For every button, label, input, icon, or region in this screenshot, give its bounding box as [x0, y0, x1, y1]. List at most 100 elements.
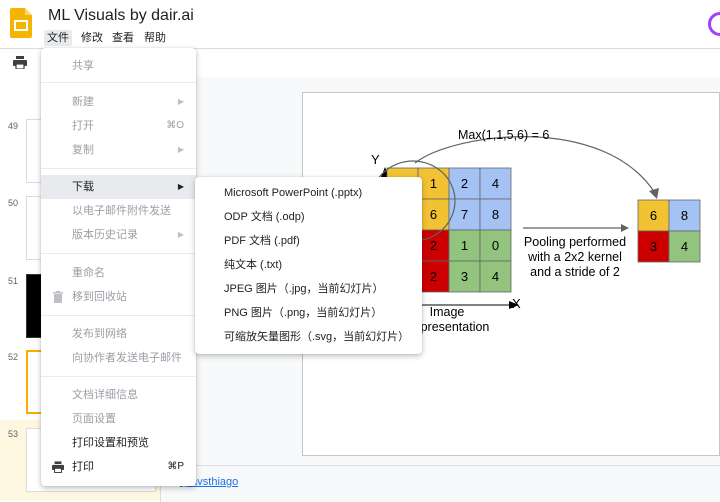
input-grid-cell [448, 198, 481, 231]
notes-divider[interactable] [161, 465, 720, 466]
output-grid: 6 8 3 4 [637, 199, 701, 263]
output-grid-cell [668, 230, 701, 263]
menu-item-label: 移到回收站 [72, 291, 127, 303]
download-svg[interactable]: 可缩放矢量图形（.svg，当前幻灯片） [224, 331, 410, 343]
download-odp[interactable]: ODP 文档 (.odp) [224, 211, 305, 223]
menu-item-rename[interactable]: 重命名 [41, 261, 196, 285]
input-grid-cell [448, 260, 481, 293]
menu-item-download[interactable]: 下载 ▶ [41, 175, 196, 199]
submenu-arrow-icon: ▶ [177, 145, 184, 154]
menu-item-new[interactable]: 新建▶ [41, 90, 196, 114]
output-grid-cell-value: 3 [650, 239, 657, 254]
menu-item-label: 页面设置 [72, 413, 116, 425]
image-label-line-1: Image [430, 305, 465, 319]
menu-item-label: 重命名 [72, 267, 105, 279]
menu-item-print-preview[interactable]: 打印设置和预览 [41, 431, 196, 455]
menu-item-email-attachment[interactable]: 以电子邮件附件发送 [41, 199, 196, 223]
download-png[interactable]: PNG 图片（.png，当前幻灯片） [224, 307, 383, 319]
menu-item-label: 版本历史记录 [72, 229, 138, 241]
account-avatar[interactable] [708, 12, 720, 36]
max-label: Max(1,1,5,6) = 6 [458, 128, 549, 142]
input-grid-cell-value: 3 [461, 269, 468, 284]
input-grid-cell-value: 6 [430, 207, 437, 222]
slide-number: 50 [8, 198, 19, 208]
output-grid-cell-value: 4 [681, 239, 688, 254]
slide-number: 51 [8, 276, 19, 286]
slide-number: 53 [8, 429, 19, 439]
menu-item-version-history[interactable]: 版本历史记录 ▶ [41, 223, 196, 247]
menu-item-copy[interactable]: 复制 ▶ [41, 138, 196, 162]
menu-item-label: 打印设置和预览 [72, 437, 149, 449]
menu-separator [41, 168, 196, 169]
caption-line-1: Pooling performed [524, 235, 626, 249]
output-grid-cell [637, 199, 670, 232]
menu-item-label: 发布到网络 [72, 328, 127, 340]
menu-item-label: 下载 [72, 181, 94, 193]
submenu-arrow-icon: ▶ [177, 230, 184, 239]
output-grid-cell-value: 6 [650, 208, 657, 223]
print-icon[interactable] [13, 56, 27, 69]
output-grid-cell [668, 199, 701, 232]
input-grid-cell-value: 2 [430, 238, 437, 253]
input-grid-cell [479, 229, 512, 262]
menu-file[interactable]: 文件 [44, 30, 72, 46]
input-grid-cell-value: 1 [461, 238, 468, 253]
print-icon [52, 461, 64, 473]
menu-item-page-setup[interactable]: 页面设置 [41, 407, 196, 431]
slides-logo-icon[interactable] [10, 8, 32, 38]
input-grid-cell-value: 8 [492, 207, 499, 222]
menu-item-trash[interactable]: 移到回收站 [41, 285, 196, 309]
input-grid-cell-value: 4 [492, 269, 499, 284]
input-grid-cell-value: 1 [430, 176, 437, 191]
menu-edit[interactable]: 修改 [81, 32, 103, 44]
document-title[interactable]: ML Visuals by dair.ai [48, 7, 194, 24]
image-label-line-2: Representation [405, 320, 490, 334]
x-axis-label: X [512, 296, 521, 311]
caption-line-3: and a stride of 2 [530, 265, 620, 279]
slide-number: 52 [8, 352, 19, 362]
menu-item-label: 打印 [72, 461, 94, 473]
download-submenu: Microsoft PowerPoint (.pptx) ODP 文档 (.od… [195, 177, 422, 354]
download-jpeg[interactable]: JPEG 图片（.jpg，当前幻灯片） [224, 283, 384, 295]
menu-item-publish[interactable]: 发布到网络 [41, 322, 196, 346]
menu-item-label: 共享 [72, 60, 94, 72]
menu-item-label: 打开 [72, 120, 94, 132]
input-grid-cell [448, 229, 481, 262]
input-grid-cell-value: 4 [492, 176, 499, 191]
max-arrow [414, 136, 656, 194]
menu-item-doc-details[interactable]: 文档详细信息 [41, 383, 196, 407]
menu-item-label: 复制 [72, 144, 94, 156]
menu-item-email-collaborators[interactable]: 向协作者发送电子邮件 [41, 346, 196, 370]
menu-item-label: 以电子邮件附件发送 [72, 205, 171, 217]
menu-separator [41, 82, 196, 83]
download-pptx[interactable]: Microsoft PowerPoint (.pptx) [224, 187, 363, 199]
shortcut-label: ⌘O [166, 120, 184, 131]
max-arrow-head [649, 188, 659, 199]
menu-view[interactable]: 查看 [112, 32, 134, 44]
input-grid-cell-value: 7 [461, 207, 468, 222]
input-grid-cell [417, 260, 450, 293]
title-bar: ML Visuals by dair.ai 文件 修改 查看 帮助 [0, 0, 720, 48]
menu-separator [41, 315, 196, 316]
menu-item-print[interactable]: 打印 ⌘P [41, 455, 196, 479]
menu-item-label: 文档详细信息 [72, 389, 138, 401]
shortcut-label: ⌘P [167, 461, 184, 472]
menu-item-share[interactable]: 共享 [41, 54, 196, 78]
input-grid-cell-value: 2 [461, 176, 468, 191]
input-grid-cell [479, 260, 512, 293]
slide-number: 49 [8, 121, 19, 131]
input-grid-cell-value: 0 [492, 238, 499, 253]
output-grid-cell-value: 8 [681, 208, 688, 223]
download-txt[interactable]: 纯文本 (.txt) [224, 259, 283, 271]
submenu-arrow-icon: ▶ [177, 182, 184, 191]
file-menu: 共享 新建▶ 打开 ⌘O 复制 ▶ 下载 ▶ 以电子邮件附件发送 版本历史记录 ▶ 重命… [41, 48, 196, 486]
menu-separator [41, 253, 196, 254]
menu-help[interactable]: 帮助 [144, 32, 166, 44]
download-pdf[interactable]: PDF 文档 (.pdf) [224, 235, 300, 247]
input-grid-cell [479, 198, 512, 231]
menu-item-open[interactable]: 打开 ⌘O [41, 114, 196, 138]
caption-line-2: with a 2x2 kernel [527, 250, 622, 264]
submenu-arrow-icon: ▶ [177, 97, 184, 106]
menu-item-label: 向协作者发送电子邮件 [72, 352, 182, 364]
